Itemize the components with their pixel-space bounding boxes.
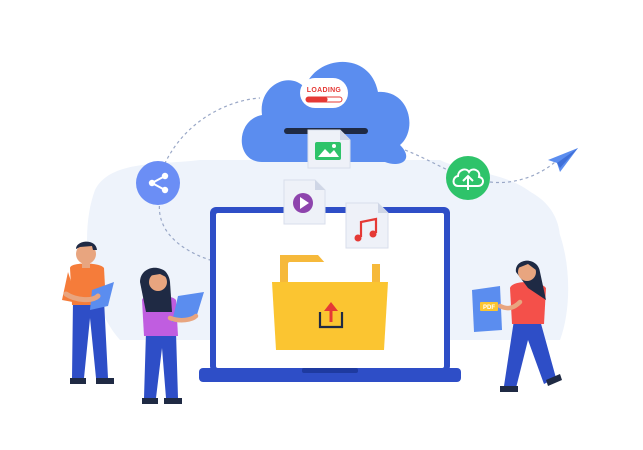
folder-upload-icon (272, 255, 388, 350)
cloud: LOADING (241, 61, 410, 165)
paper-plane-icon (548, 148, 578, 172)
laptop-base (199, 368, 461, 382)
image-file-icon (307, 129, 351, 169)
person-man-with-tablet (62, 241, 114, 384)
person-woman-with-tablet (140, 267, 204, 404)
music-file-icon (345, 202, 389, 249)
dashed-connector-plane (489, 161, 556, 184)
person-woman-with-pdf: PDF (472, 260, 562, 392)
progress-fill (306, 97, 328, 102)
cloud-upload-icon (446, 156, 490, 200)
laptop-notch (302, 368, 358, 373)
dashed-connector-left-lower (158, 199, 211, 261)
dashed-connector-left (159, 97, 261, 176)
loading-label: LOADING (307, 87, 342, 94)
video-file-icon (283, 179, 326, 225)
pdf-badge-label: PDF (483, 305, 495, 311)
pdf-badge (480, 302, 498, 311)
share-icon (136, 161, 180, 205)
